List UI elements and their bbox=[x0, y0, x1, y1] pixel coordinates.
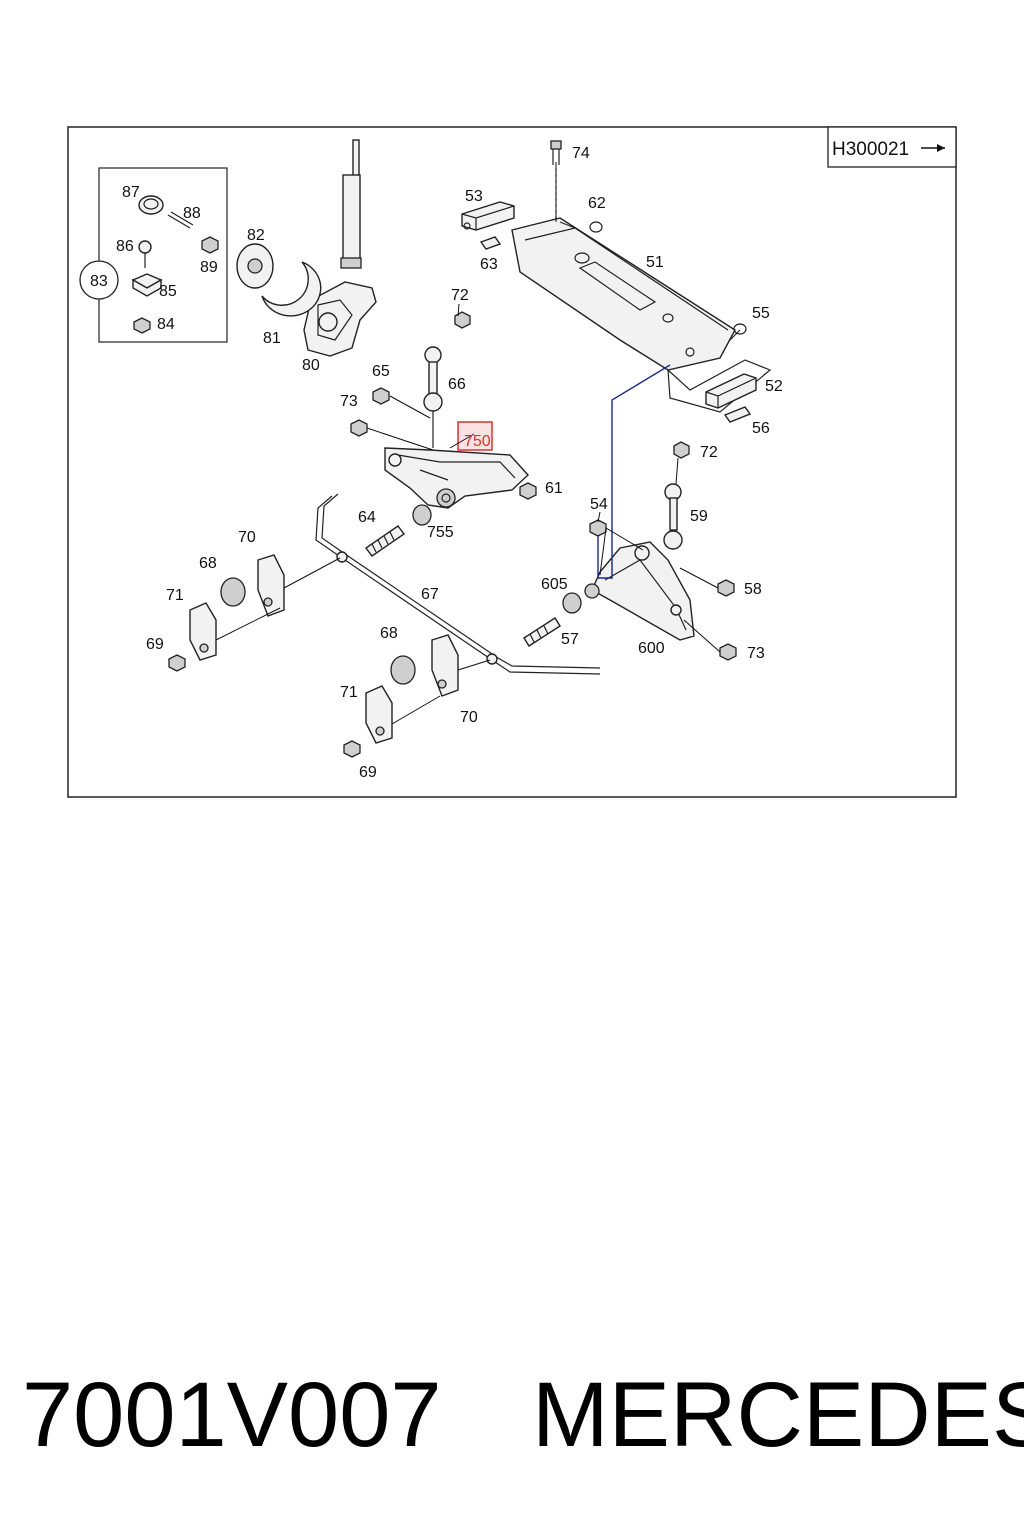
subframe-crossmember bbox=[511, 217, 772, 413]
bolt-63 bbox=[479, 236, 502, 250]
callout-755: 755 bbox=[427, 524, 454, 541]
callout-63: 63 bbox=[480, 256, 498, 273]
callout-72-upper: 72 bbox=[451, 287, 469, 304]
callout-69-left: 69 bbox=[146, 636, 164, 653]
callout-51: 51 bbox=[646, 254, 664, 271]
callout-69-right: 69 bbox=[359, 764, 377, 781]
callout-68-right: 68 bbox=[380, 625, 398, 642]
callout-64: 64 bbox=[358, 509, 376, 526]
callout-55: 55 bbox=[752, 305, 770, 322]
lower-arm-600 bbox=[523, 441, 737, 661]
mount-53 bbox=[461, 201, 515, 231]
clamp-set-left bbox=[168, 554, 341, 672]
callout-61: 61 bbox=[545, 480, 563, 497]
callout-600: 600 bbox=[638, 640, 665, 657]
callout-52: 52 bbox=[765, 378, 783, 395]
callout-56: 56 bbox=[752, 420, 770, 437]
callout-73-upper: 73 bbox=[340, 393, 358, 410]
callout-86: 86 bbox=[116, 238, 134, 255]
callout-53: 53 bbox=[465, 188, 483, 205]
brand-name: MERCEDES bbox=[532, 1364, 1024, 1466]
callout-54: 54 bbox=[590, 496, 608, 513]
callout-58: 58 bbox=[744, 581, 762, 598]
callout-66: 66 bbox=[448, 376, 466, 393]
callout-82: 82 bbox=[247, 227, 265, 244]
leader-lines bbox=[366, 162, 741, 653]
callout-71-right: 71 bbox=[340, 684, 358, 701]
callout-89: 89 bbox=[200, 259, 218, 276]
callout-85: 85 bbox=[159, 283, 177, 300]
callout-70-left: 70 bbox=[238, 529, 256, 546]
clamp-set-right bbox=[343, 634, 491, 758]
exploded-parts-diagram: H300021 bbox=[67, 126, 957, 798]
callout-circle-83 bbox=[79, 260, 119, 300]
arrow-right-icon bbox=[937, 144, 945, 152]
callout-57: 57 bbox=[561, 631, 579, 648]
reference-code-box: H300021 bbox=[827, 126, 957, 168]
callout-68-left: 68 bbox=[199, 555, 217, 572]
footer-caption: 7001V007 MERCEDES bbox=[0, 1360, 1024, 1470]
callout-72-lower: 72 bbox=[700, 444, 718, 461]
wheel-carrier bbox=[236, 243, 377, 357]
callout-62: 62 bbox=[588, 195, 606, 212]
coupling-rod-66 bbox=[350, 311, 471, 448]
highlighted-part-marker bbox=[457, 421, 493, 451]
reference-code: H300021 bbox=[832, 139, 909, 160]
callout-71-left: 71 bbox=[166, 587, 184, 604]
control-arm-750 bbox=[384, 447, 537, 526]
callout-80: 80 bbox=[302, 357, 320, 374]
callout-74: 74 bbox=[572, 145, 590, 162]
bolt-56 bbox=[723, 406, 752, 423]
bolt-64 bbox=[365, 525, 405, 557]
stabilizer-bar-67 bbox=[315, 493, 601, 675]
callout-750-highlighted: 750 bbox=[464, 433, 491, 450]
callout-81: 81 bbox=[263, 330, 281, 347]
callout-70-right: 70 bbox=[460, 709, 478, 726]
callout-84: 84 bbox=[157, 316, 175, 333]
callout-59: 59 bbox=[690, 508, 708, 525]
diagram-frame bbox=[67, 126, 957, 798]
callout-88: 88 bbox=[183, 205, 201, 222]
part-number: 7001V007 bbox=[22, 1364, 442, 1466]
inset-box bbox=[98, 167, 228, 343]
callout-labels: 74 53 62 63 51 55 52 56 72 66 65 73 750 … bbox=[90, 145, 783, 781]
guide-line bbox=[598, 364, 671, 579]
inset-parts bbox=[79, 195, 219, 334]
callout-67: 67 bbox=[421, 586, 439, 603]
callout-65: 65 bbox=[372, 363, 390, 380]
callout-87: 87 bbox=[122, 184, 140, 201]
callout-605: 605 bbox=[541, 576, 568, 593]
callout-73-lower: 73 bbox=[747, 645, 765, 662]
shock-absorber bbox=[340, 139, 362, 269]
callout-83: 83 bbox=[90, 273, 108, 290]
mount-52 bbox=[705, 373, 757, 409]
